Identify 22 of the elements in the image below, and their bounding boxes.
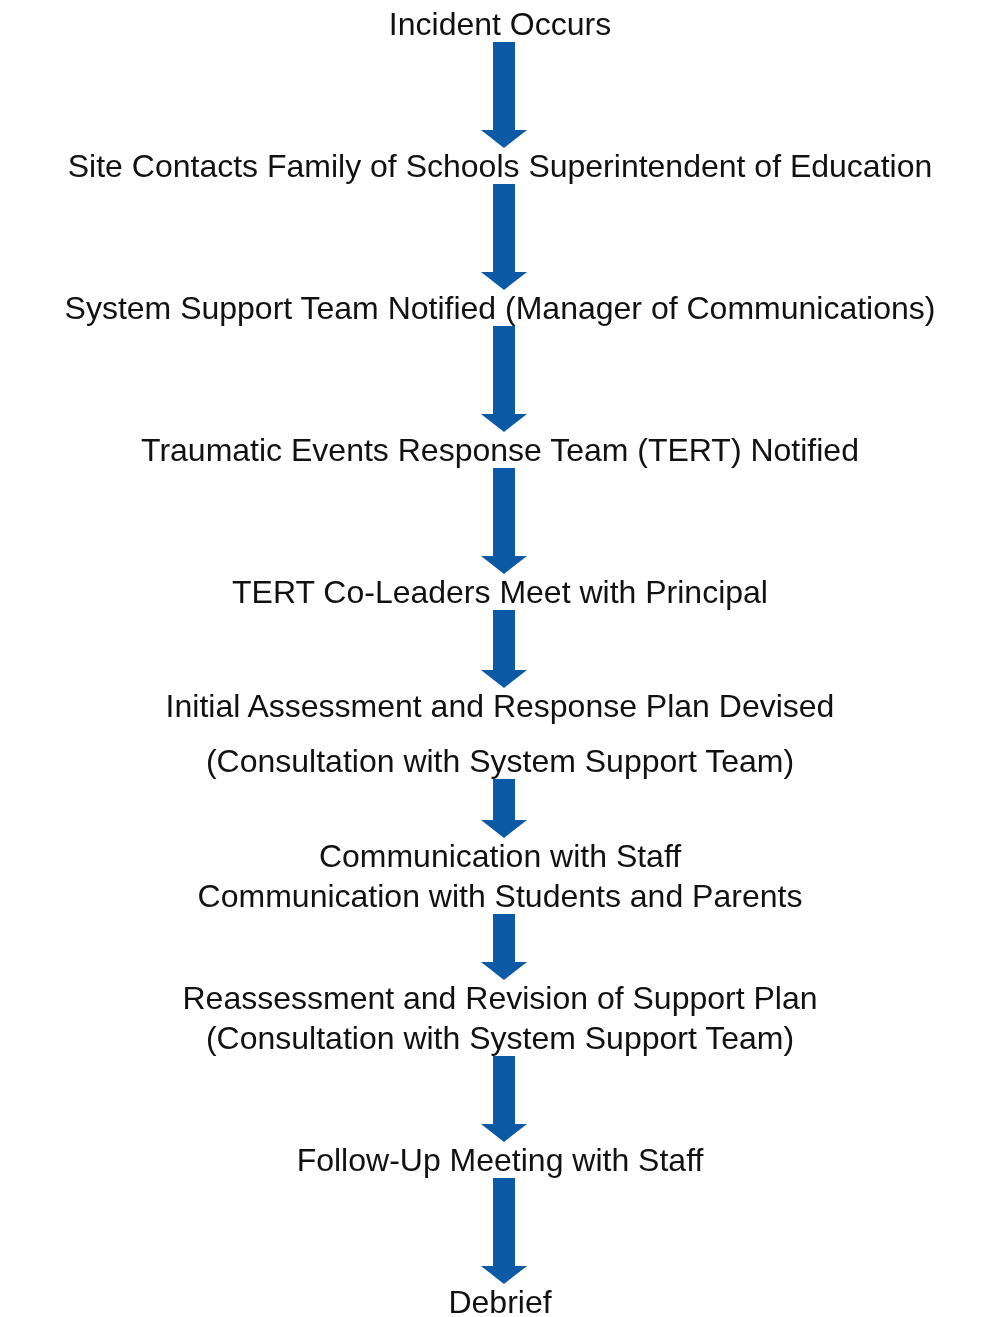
- arrow: [481, 1056, 527, 1142]
- step-text: (Consultation with System Support Team): [205, 743, 795, 779]
- arrow: [481, 1178, 527, 1284]
- step-text: Reassessment and Revision of Support Plan: [182, 980, 818, 1016]
- step-text: Traumatic Events Response Team (TERT) Notified: [141, 432, 859, 468]
- step-text: Communication with Students and Parents: [197, 878, 803, 914]
- arrow: [481, 468, 527, 574]
- arrow: [481, 610, 527, 688]
- arrow: [481, 326, 527, 432]
- step-text: Site Contacts Family of Schools Superintendent of Education: [67, 148, 933, 184]
- arrow: [481, 184, 527, 290]
- step-text: System Support Team Notified (Manager of Communications): [64, 290, 936, 326]
- step-text: Initial Assessment and Response Plan Devised: [165, 688, 835, 724]
- step-text: Communication with Staff: [318, 838, 682, 874]
- step-text: (Consultation with System Support Team): [205, 1020, 795, 1056]
- step-text: Follow-Up Meeting with Staff: [296, 1142, 704, 1178]
- step-text: Incident Occurs: [388, 6, 612, 42]
- arrow: [481, 42, 527, 148]
- arrow: [481, 914, 527, 980]
- arrow: [481, 779, 527, 838]
- step-text: TERT Co-Leaders Meet with Principal: [232, 574, 768, 610]
- step-text: Debrief: [448, 1284, 552, 1317]
